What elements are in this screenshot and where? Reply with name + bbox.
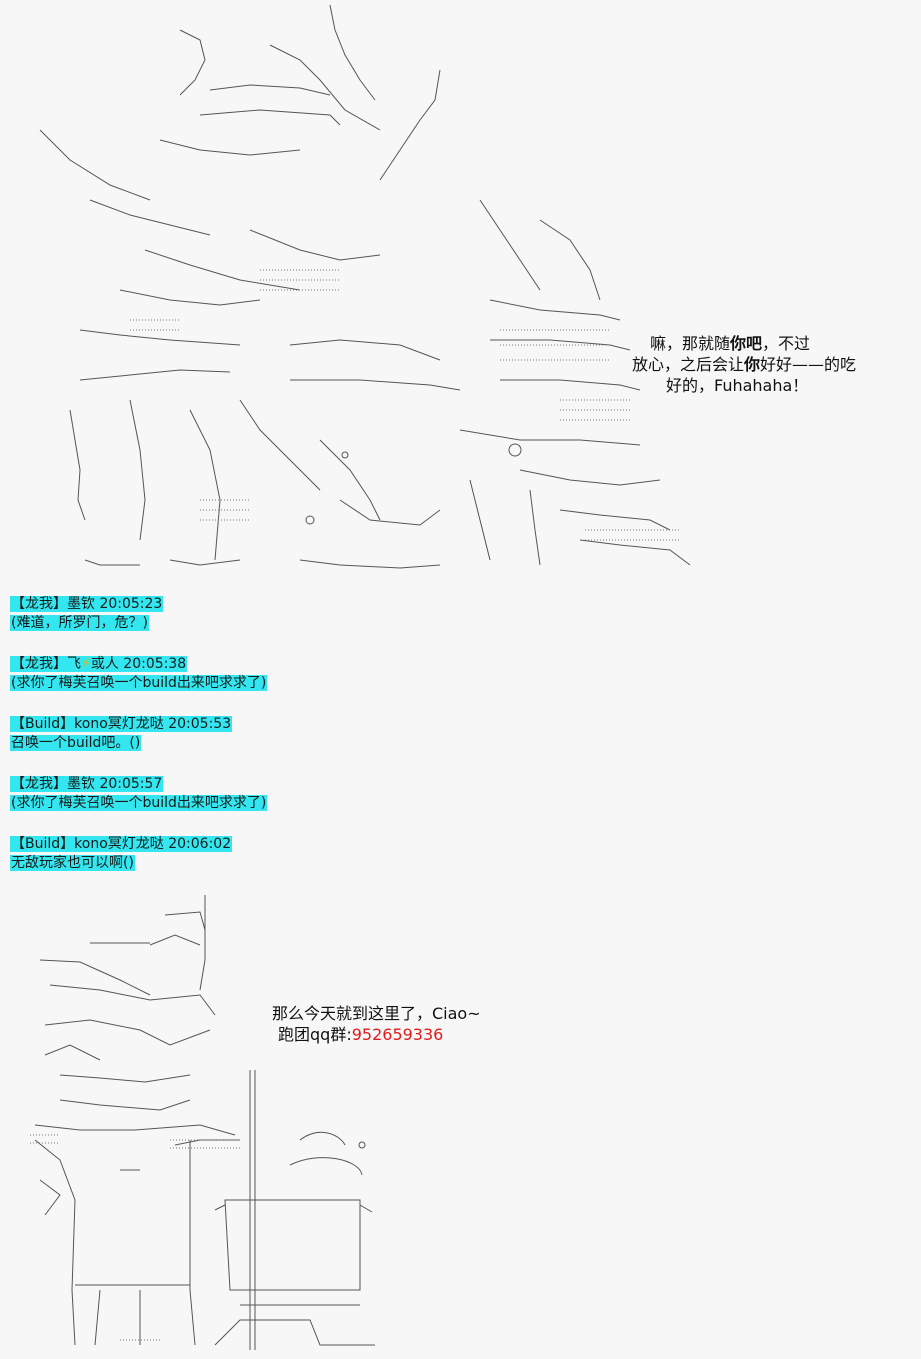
chat-entry-header: 【龙我】飞⚡或人 20:05:38 bbox=[10, 655, 267, 674]
chat-entry-header: 【龙我】墨钦 20:05:23 bbox=[10, 595, 267, 614]
chat-entry-header: 【龙我】墨钦 20:05:57 bbox=[10, 775, 267, 794]
chat-time: 20:05:57 bbox=[99, 776, 163, 792]
chat-time: 20:05:23 bbox=[99, 596, 163, 612]
chat-message: (求你了梅芙召唤一个build出来吧求求了) bbox=[10, 795, 268, 811]
chat-entry: 【Build】kono冥灯龙哒 20:05:53 召唤一个build吧。() bbox=[10, 715, 267, 753]
chat-user: 墨钦 bbox=[67, 776, 95, 792]
chat-tag: 【龙我】 bbox=[11, 656, 67, 672]
chat-message: (求你了梅芙召唤一个build出来吧求求了) bbox=[10, 675, 268, 691]
chat-entry-header: 【Build】kono冥灯龙哒 20:06:02 bbox=[10, 835, 267, 854]
chat-tag: 【龙我】 bbox=[11, 776, 67, 792]
chat-message: (难道，所罗门，危？) bbox=[10, 615, 149, 631]
speech-line-1-post: ，不过 bbox=[762, 334, 811, 353]
chat-tag: 【龙我】 bbox=[11, 596, 67, 612]
speech-line-3-text: 好的，Fuhahaha！ bbox=[666, 376, 809, 395]
chat-time: 20:05:38 bbox=[123, 656, 187, 672]
closing-line: 那么今天就到这里了，Ciao~ bbox=[272, 1004, 481, 1023]
speech-line-2-pre: 放心，之后会让 bbox=[632, 355, 745, 374]
chat-user: 墨钦 bbox=[67, 596, 95, 612]
chat-user: kono冥灯龙哒 bbox=[74, 716, 164, 732]
chat-user-pre: 飞 bbox=[67, 656, 81, 672]
speech-line-1-pre: 嘛，那就随 bbox=[650, 334, 731, 353]
chat-entry: 【Build】kono冥灯龙哒 20:06:02 无敌玩家也可以啊() bbox=[10, 835, 267, 873]
chat-entry: 【龙我】墨钦 20:05:57 (求你了梅芙召唤一个build出来吧求求了) bbox=[10, 775, 268, 813]
qq-group-label: 跑团qq群: bbox=[278, 1025, 352, 1044]
chat-entry: 【龙我】墨钦 20:05:23 (难道，所罗门，危？) bbox=[10, 595, 267, 633]
robot-with-pot-art bbox=[30, 895, 375, 1350]
armored-figure-art bbox=[39, 4, 691, 569]
speech-line-2-post: 好好——的吃 bbox=[760, 355, 857, 374]
chat-message: 召唤一个build吧。() bbox=[10, 735, 142, 751]
chat-time: 20:06:02 bbox=[168, 836, 232, 852]
speech-line-1-bold: 你吧 bbox=[730, 334, 763, 353]
lightning-icon: ⚡ bbox=[81, 656, 91, 672]
top-ascii-art-illustration bbox=[39, 4, 691, 569]
speech-line-2: 放心，之后会让你好好——的吃 bbox=[632, 354, 856, 375]
chat-message: 无敌玩家也可以啊() bbox=[10, 855, 135, 871]
speech-line-2-bold: 你 bbox=[744, 355, 761, 374]
chat-entry: 【龙我】飞⚡或人 20:05:38 (求你了梅芙召唤一个build出来吧求求了) bbox=[10, 655, 268, 693]
chat-time: 20:05:53 bbox=[168, 716, 232, 732]
chat-tag: 【Build】 bbox=[11, 836, 75, 852]
qq-group-line: 跑团qq群:952659336 bbox=[272, 1024, 481, 1045]
speech-line-3: 好的，Fuhahaha！ bbox=[632, 375, 856, 396]
chat-entry-header: 【Build】kono冥灯龙哒 20:05:53 bbox=[10, 715, 267, 734]
chat-log: 【龙我】墨钦 20:05:23 (难道，所罗门，危？) 【龙我】飞⚡或人 20:… bbox=[10, 595, 268, 895]
speech-bubble-bottom: 那么今天就到这里了，Ciao~ 跑团qq群:952659336 bbox=[272, 1003, 481, 1045]
chat-user: kono冥灯龙哒 bbox=[74, 836, 164, 852]
chat-user-post: 或人 bbox=[90, 656, 119, 672]
qq-group-number: 952659336 bbox=[351, 1025, 444, 1044]
chat-tag: 【Build】 bbox=[11, 716, 75, 732]
speech-line-1: 嘛，那就随你吧，不过 bbox=[632, 333, 856, 354]
speech-bubble-top: 嘛，那就随你吧，不过 放心，之后会让你好好——的吃 好的，Fuhahaha！ bbox=[632, 333, 856, 396]
